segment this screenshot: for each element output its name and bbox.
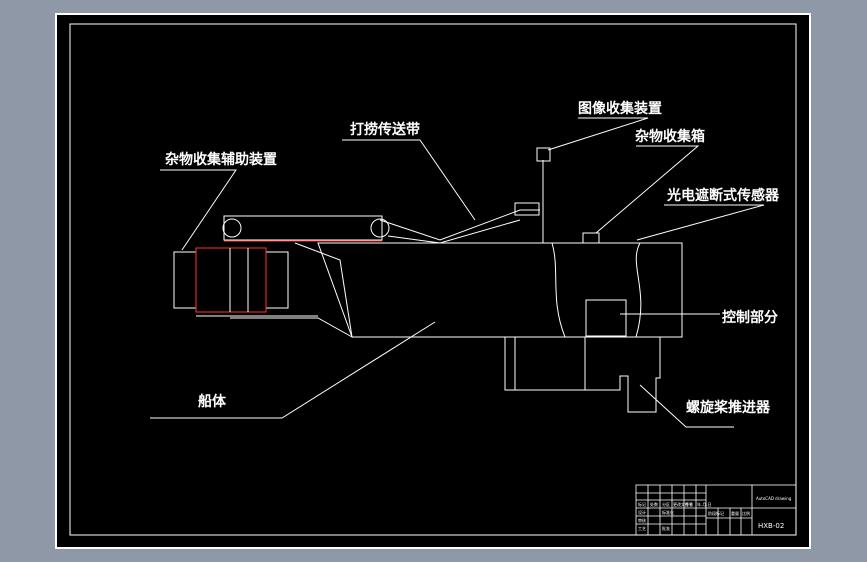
leader-propeller [639, 384, 734, 428]
hull-outline [317, 242, 683, 338]
inner-frame [69, 23, 797, 536]
tb-cell-5: 年.月.日 [697, 501, 712, 507]
tb-cell-0: 标记 [638, 501, 646, 507]
label-fishing-belt: 打捞传送带 [350, 121, 420, 138]
title-block-drawing-no: HXB-02 [758, 522, 784, 530]
fishing-belt-lower [387, 219, 521, 244]
leader-aux [160, 169, 237, 251]
hull-break-line-left [551, 242, 566, 338]
tb-cell-3: 更改文件号 [673, 501, 693, 507]
leader-impbox [595, 145, 700, 234]
tb-cell-4: 签名 [685, 501, 693, 507]
tb-cell-10: 批准 [662, 525, 670, 531]
title-block [635, 484, 797, 536]
tb-cell-1: 处数 [650, 501, 658, 507]
tb-cell-8: 审核 [638, 517, 646, 523]
label-photo-sensor: 光电遮断式传感器 [666, 187, 780, 204]
aux-drum-left-mesh [173, 251, 197, 309]
tb-cell-13: 比例 [742, 510, 750, 516]
tb-cell-2: 分区 [662, 501, 670, 507]
leader-hull [150, 321, 436, 419]
tb-cell-12: 重量 [731, 510, 739, 516]
tb-cell-7: 标准化 [662, 509, 674, 515]
leader-sensor [636, 204, 765, 241]
aux-drum-frame [195, 247, 267, 313]
label-propeller: 螺旋桨推进器 [686, 399, 771, 416]
label-impurity-aux: 杂物收集辅助装置 [165, 151, 277, 168]
fishing-belt [379, 209, 540, 241]
camera-box [536, 147, 551, 162]
leader-image [547, 117, 649, 151]
hull-break-line-right [635, 242, 642, 338]
belt-top-roller [514, 202, 540, 216]
label-image-device: 图像收集装置 [578, 100, 662, 117]
conveyor-rear-roller [370, 218, 390, 238]
conveyor-front-roller [222, 218, 242, 238]
propeller-housing [504, 337, 661, 413]
label-control: 控制部分 [722, 309, 778, 326]
title-block-header: AutoCAD drawing [756, 496, 792, 501]
impurity-box-shape [582, 232, 600, 244]
machine-drawing [150, 117, 765, 428]
tb-cell-9: 工艺 [638, 526, 646, 531]
tb-cell-11: 阶段标记 [708, 510, 724, 516]
tb-cell-6: 设计 [638, 509, 646, 515]
label-impurity-box: 杂物收集箱 [635, 128, 705, 145]
conveyor-frame [223, 215, 383, 241]
label-hull: 船体 [198, 393, 227, 410]
leader-belt [342, 139, 476, 221]
drawing-sheet [55, 13, 811, 549]
control-box [585, 299, 627, 337]
aux-drum-right-mesh [265, 251, 289, 309]
front-ramp [230, 242, 353, 338]
